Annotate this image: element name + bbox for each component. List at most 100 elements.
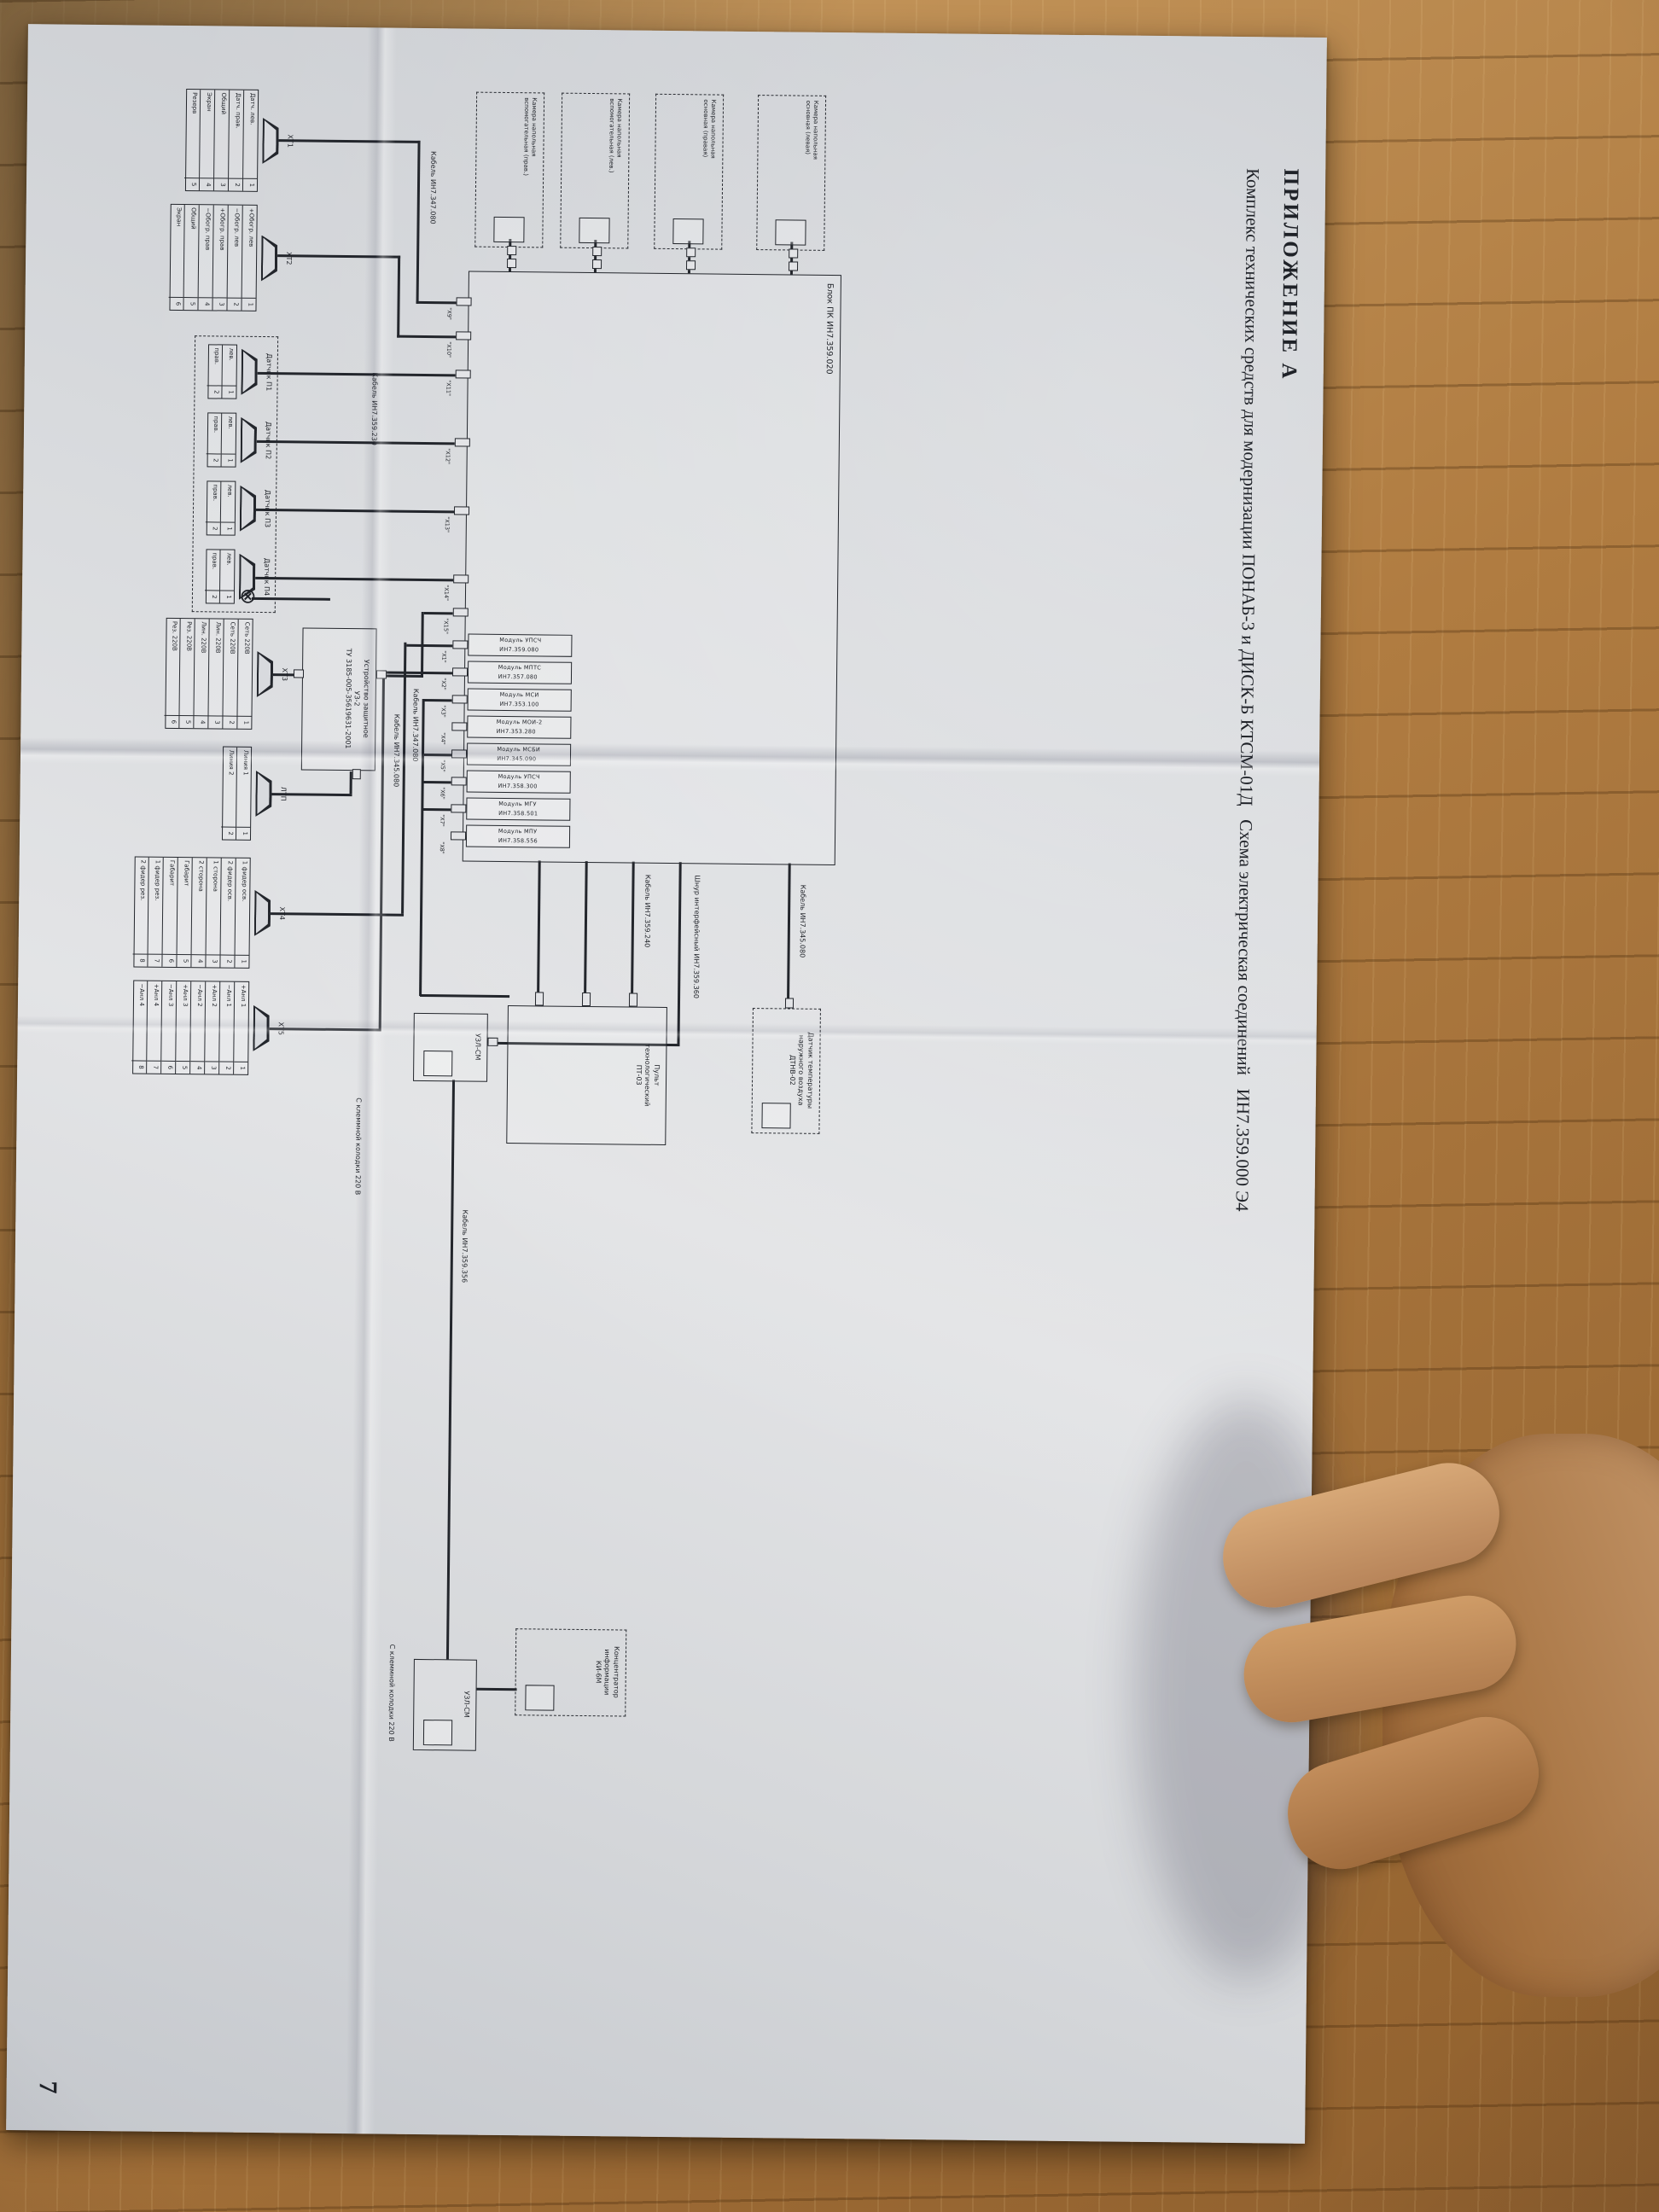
- module-box: Модуль МСИ ИН7.353.100: [467, 688, 572, 712]
- port-label: "Х13": [443, 516, 451, 533]
- wire-segment: [271, 912, 405, 917]
- connector-stub-icon: [293, 669, 305, 678]
- pin-name: Экран: [205, 92, 213, 112]
- pin-name: лев.: [225, 552, 233, 566]
- wire-segment: [476, 1687, 517, 1691]
- wire-segment: [256, 439, 455, 445]
- wire-segment: [406, 643, 453, 648]
- pin-name: Экран: [175, 207, 183, 227]
- pin-row: прав.2: [204, 550, 220, 603]
- pin-name: 1 сторона: [212, 860, 219, 892]
- unit-inner-box: [761, 1103, 791, 1129]
- port-label: "Х3": [439, 705, 447, 718]
- wire-segment: [416, 140, 421, 304]
- cable-label: Шнур интерфейсный ИН7.359.360: [692, 875, 701, 998]
- module-label: Модуль МСИ ИН7.353.100: [499, 690, 539, 708]
- pin-number: 1: [237, 715, 252, 729]
- pin-name: Сеть 220В: [229, 621, 236, 655]
- wire-segment: [401, 642, 407, 914]
- wire-segment: [378, 672, 386, 1029]
- module-box: Модуль МСБИ ИН7.345.090: [466, 742, 572, 766]
- pin-name: +Анл 1: [239, 984, 247, 1008]
- wire-segment: [584, 860, 588, 998]
- pin-name: Общий: [219, 92, 228, 115]
- pin-name: Габарит: [168, 859, 176, 887]
- connector-stub-icon: [507, 258, 517, 269]
- cable-label: Кабель ИН7.347.080: [428, 151, 438, 224]
- pin-row: прав.2: [206, 413, 222, 467]
- module-label: Модуль МПУ ИН7.358.556: [498, 827, 538, 845]
- hand: [1212, 1382, 1659, 2048]
- pin-number: 2: [220, 826, 236, 840]
- pin-name: −Анл 2: [195, 984, 204, 1007]
- unit-label-line: ПТ-03: [634, 1064, 643, 1086]
- pin-row: лев.1: [218, 550, 235, 603]
- connector-designation: ХТ2: [285, 252, 294, 265]
- connector-stub-icon: [452, 640, 469, 649]
- sensor-label-line: Камера напольная: [709, 99, 718, 159]
- pin-number: 6: [162, 953, 177, 967]
- pin-number: 2: [204, 590, 220, 603]
- connector-stub-icon: [452, 608, 469, 617]
- module-box: Модуль МПТС ИН7.357.080: [467, 661, 573, 684]
- pin-row: Габарит 6: [161, 857, 178, 967]
- connector-stub-icon: [628, 992, 638, 1007]
- connector-stub-icon: [456, 331, 472, 341]
- wire-segment: [278, 139, 421, 143]
- cable-label: С клеммной колодки 220 В: [353, 1097, 363, 1196]
- sensor-label-line: Камера напольная: [812, 100, 820, 160]
- pin-number: 2: [228, 178, 243, 191]
- pin-number: 5: [183, 297, 198, 311]
- pin-name: Датч. лев.: [248, 92, 257, 125]
- module-box: Модуль МГУ ИН7.358.501: [466, 797, 571, 821]
- connector-stub-icon: [591, 259, 602, 270]
- cable-label: Кабель ИН7.345.080: [798, 884, 807, 958]
- pin-row: 1 фидер рез.7: [147, 857, 163, 967]
- module-label: Модуль МГУ ИН7.358.501: [498, 800, 538, 818]
- unit-label-line: Датчик температуры: [806, 1032, 815, 1109]
- pin-row: Датч. лев.1: [242, 90, 259, 191]
- pin-number: 1: [221, 453, 236, 467]
- pin-name: +Обогр. прав: [218, 207, 226, 251]
- sensor-inner-box: [493, 216, 525, 243]
- pin-name: лев.: [226, 484, 234, 498]
- pin-number: 2: [207, 385, 222, 399]
- module-label: Модуль МПТС ИН7.357.080: [498, 663, 542, 681]
- wire-segment: [257, 371, 456, 377]
- wire-segment: [677, 862, 682, 1046]
- pin-number: 2: [220, 954, 235, 968]
- port-label: "Х2": [439, 678, 447, 690]
- sensor-label-line: вспомогательная (прав.): [522, 97, 531, 177]
- pin-row: 1 фидер осв.1: [234, 858, 250, 968]
- port-label: "Х15": [442, 618, 450, 635]
- unit-label-line: Пульт: [652, 1064, 661, 1086]
- connector-stub-icon: [487, 1037, 498, 1046]
- port-label: "Х8": [438, 841, 445, 854]
- unit-inner-box: [525, 1685, 555, 1711]
- connector-stub-icon: [784, 998, 795, 1009]
- pin-number: 6: [161, 1060, 176, 1074]
- sensor-label-line: основная (правая): [701, 99, 710, 158]
- unit-label: УЗЛ-СМ: [461, 1662, 471, 1747]
- page-rotated: ПРИЛОЖЕНИЕ А Комплекс технических средст…: [15, 36, 1317, 2132]
- module-box: Модуль МПУ ИН7.358.556: [465, 824, 571, 848]
- unit-label-line: Концентратор: [612, 1646, 621, 1698]
- pin-number: 3: [205, 1061, 219, 1074]
- pin-name: прав.: [212, 484, 219, 502]
- connector-designation: Датчик П3: [263, 489, 272, 528]
- pin-name: 1 фидер рез.: [154, 859, 161, 901]
- cable-label: Кабель ИН7.347.080: [410, 688, 420, 762]
- cable-label: Кабель ИН7.345.080: [392, 713, 401, 788]
- pin-row: прав.2: [207, 345, 222, 399]
